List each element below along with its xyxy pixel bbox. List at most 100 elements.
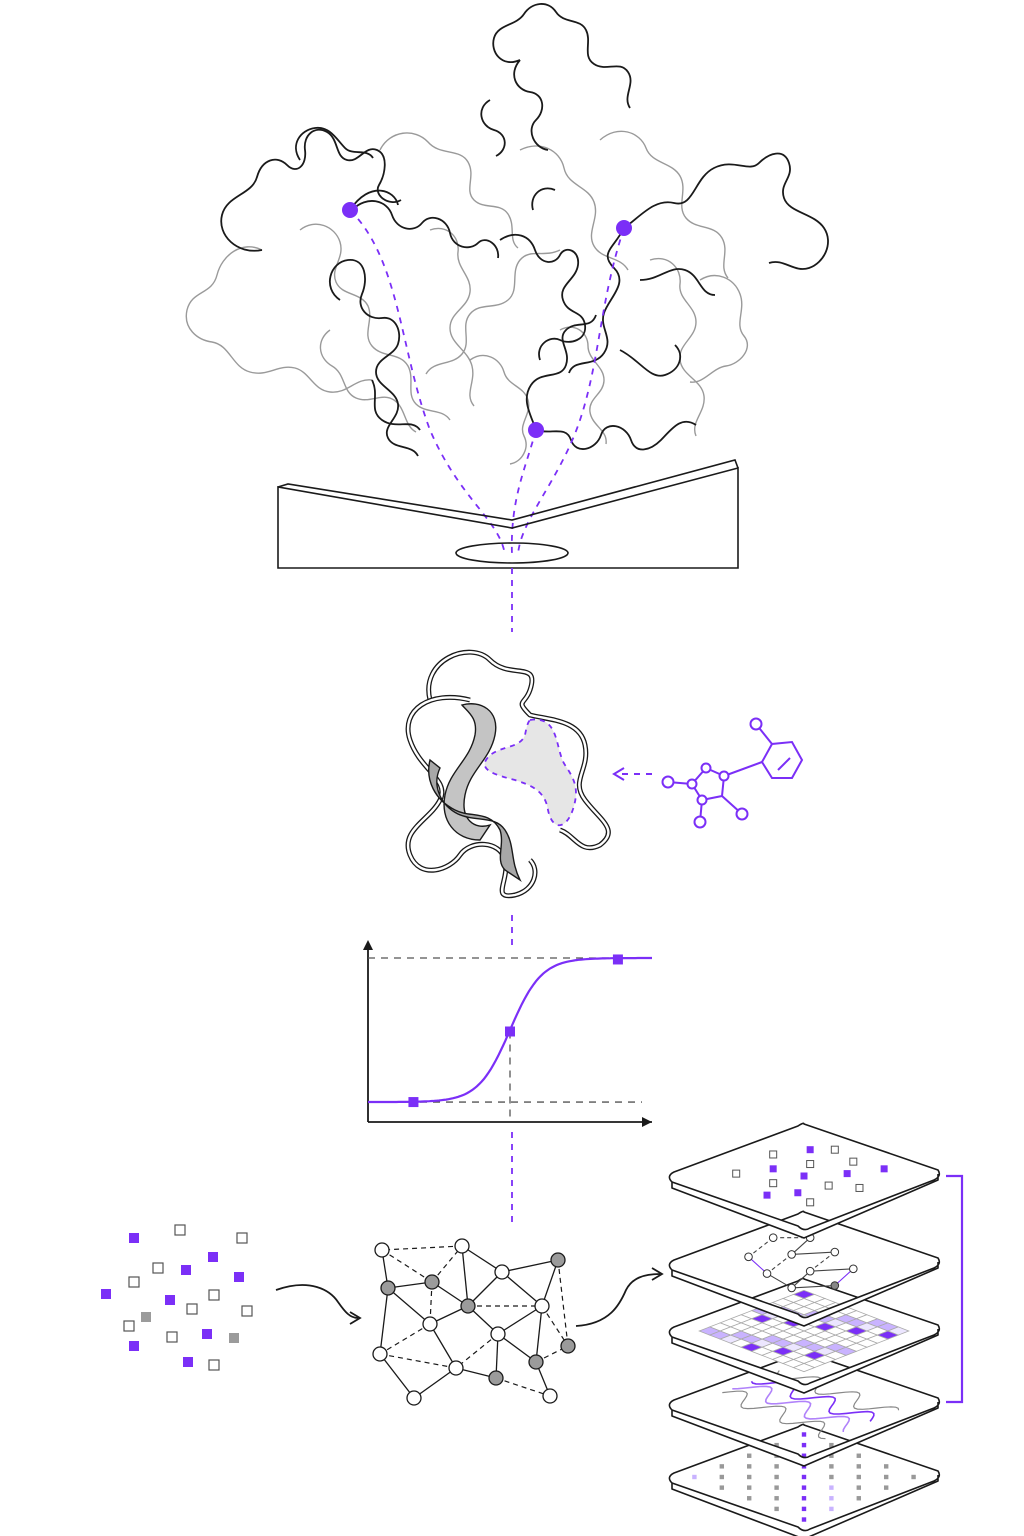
- graph-node: [372, 1346, 388, 1362]
- layer-dot: [774, 1464, 779, 1469]
- graph-edge: [501, 1259, 559, 1273]
- layer-node: [787, 1283, 796, 1293]
- layer-dot: [801, 1485, 807, 1490]
- accent-square: [181, 1265, 191, 1275]
- layer-dot: [774, 1442, 779, 1448]
- outline-square: [208, 1289, 220, 1301]
- graph-edge: [501, 1271, 543, 1307]
- layer-dot: [829, 1453, 834, 1458]
- right-bracket-icon: [946, 1174, 964, 1404]
- graph-node: [550, 1252, 566, 1268]
- layer-dot: [856, 1474, 861, 1480]
- curved-arrow-icon: [575, 1267, 664, 1327]
- graph-node: [560, 1338, 576, 1354]
- graph-node: [488, 1370, 504, 1386]
- layer-outline-square: [806, 1198, 815, 1207]
- graph-edge: [497, 1333, 537, 1363]
- stacked-layers-icon: [668, 1122, 941, 1536]
- layer-outline-square: [769, 1150, 778, 1159]
- outline-square: [128, 1276, 140, 1288]
- data-point: [408, 1097, 419, 1108]
- graph-node: [424, 1274, 440, 1290]
- layer-outline-square: [830, 1145, 839, 1154]
- layer-dot: [829, 1506, 834, 1512]
- accent-square: [234, 1272, 244, 1282]
- layer-dot: [719, 1464, 725, 1469]
- layer-dot: [801, 1506, 807, 1512]
- graph-edge-dashed: [381, 1249, 433, 1283]
- layer-edge: [810, 1268, 854, 1272]
- layer-dot: [801, 1432, 807, 1437]
- graph-node: [534, 1298, 550, 1314]
- graph-edge: [461, 1245, 469, 1307]
- layer-outline-square: [806, 1160, 815, 1169]
- outline-square: [208, 1359, 220, 1371]
- graph-node: [374, 1242, 390, 1258]
- ligand-molecule-icon: [612, 717, 804, 829]
- graph-node: [454, 1238, 470, 1254]
- curved-arrow-icon: [275, 1284, 362, 1325]
- node-network-icon: [372, 1238, 576, 1406]
- layer-dot: [856, 1464, 861, 1469]
- graph-node: [494, 1264, 510, 1280]
- layer-dot: [883, 1485, 889, 1490]
- graph-edge-dashed: [379, 1323, 431, 1355]
- layer-accent-square: [806, 1146, 814, 1154]
- layer-dot: [883, 1474, 889, 1480]
- layer-node: [787, 1250, 796, 1259]
- outline-square: [123, 1320, 135, 1332]
- layer-edge: [766, 1273, 792, 1289]
- layer-dot: [774, 1506, 779, 1512]
- graph-edge: [461, 1245, 503, 1273]
- layer-wave: [775, 1370, 900, 1411]
- graph-node: [490, 1326, 506, 1342]
- graph-edge: [541, 1259, 559, 1307]
- layer-accent-square: [769, 1165, 777, 1173]
- accent-square: [208, 1252, 218, 1262]
- layer-dot: [801, 1453, 807, 1458]
- layer-dot: [692, 1474, 697, 1480]
- layer-accent-square: [880, 1165, 888, 1173]
- heatmap-cell: [792, 1363, 816, 1373]
- fractal-tree-icon: [185, 3, 829, 556]
- layer-node: [830, 1281, 840, 1290]
- x-axis-arrowhead: [642, 1117, 652, 1127]
- graph-node: [448, 1360, 464, 1376]
- protein-ribbon-icon: [405, 649, 611, 899]
- layer-dot: [801, 1496, 807, 1501]
- outline-square: [186, 1303, 198, 1315]
- layer-node: [849, 1264, 858, 1274]
- scattered-squares-icon: [101, 1224, 253, 1371]
- y-axis-arrowhead: [363, 940, 373, 950]
- graph-node: [542, 1388, 558, 1404]
- gray-square: [141, 1312, 151, 1322]
- layer-node: [830, 1247, 840, 1257]
- graph-edge-dashed: [381, 1245, 463, 1251]
- graph-node: [528, 1354, 544, 1370]
- outline-square: [174, 1224, 186, 1236]
- layer-dot: [911, 1474, 916, 1480]
- layer-dot: [856, 1485, 861, 1490]
- graph-edge: [379, 1287, 389, 1355]
- layer-node: [744, 1252, 753, 1262]
- layer-dot: [801, 1517, 807, 1522]
- layer-dot: [801, 1474, 807, 1480]
- accent-square: [129, 1341, 139, 1351]
- layer-node: [768, 1233, 778, 1242]
- tree-node-marker: [342, 202, 358, 218]
- graph-edge: [467, 1271, 503, 1307]
- graph-edge-dashed: [541, 1305, 569, 1347]
- layer-edge: [748, 1237, 774, 1258]
- layer-dot: [747, 1496, 752, 1501]
- layer-accent-square: [800, 1172, 808, 1180]
- layer-outline-square: [732, 1169, 741, 1178]
- layer-dot: [801, 1442, 807, 1448]
- layer-wave: [722, 1390, 826, 1440]
- accent-square: [165, 1295, 175, 1305]
- graph-node: [422, 1316, 438, 1332]
- layer-dot: [747, 1485, 752, 1490]
- layer-dot: [774, 1485, 779, 1490]
- tree-node-marker: [528, 422, 544, 438]
